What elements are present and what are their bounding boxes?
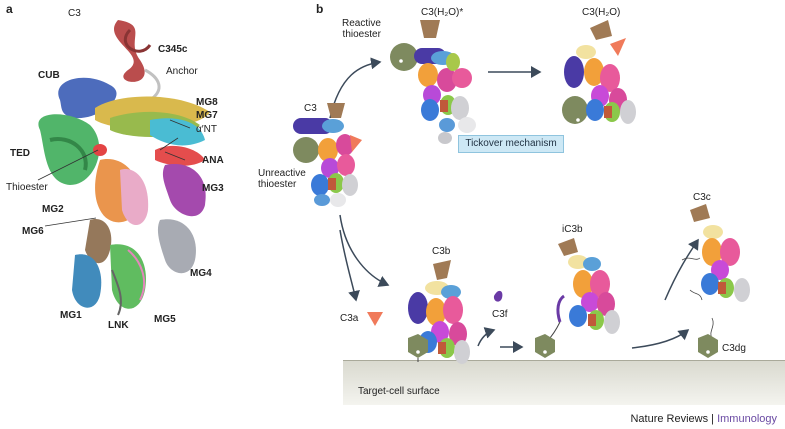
label-mg8: MG8 bbox=[196, 97, 218, 108]
label-mg6: MG6 bbox=[22, 226, 44, 237]
pathway-arrows bbox=[329, 57, 699, 353]
credit-section: Immunology bbox=[717, 413, 777, 425]
label-mg5: MG5 bbox=[154, 314, 176, 325]
c3f-fragment bbox=[493, 290, 503, 302]
panel-a-leaders bbox=[37, 119, 191, 227]
label-mg7: MG7 bbox=[196, 110, 218, 121]
credit-separator: | bbox=[708, 413, 718, 425]
label-mg3: MG3 bbox=[202, 183, 224, 194]
label-ana: ANA bbox=[202, 155, 224, 166]
c3dg-molecule bbox=[698, 317, 718, 358]
c3h2o-star-molecule bbox=[390, 20, 476, 144]
label-target-cell-surface: Target-cell surface bbox=[358, 386, 440, 397]
label-ted: TED bbox=[10, 148, 30, 159]
label-cub: CUB bbox=[38, 70, 60, 81]
label-c3f: C3f bbox=[492, 309, 508, 320]
label-mg4: MG4 bbox=[190, 268, 212, 279]
label-mg1: MG1 bbox=[60, 310, 82, 321]
target-cell-surface bbox=[343, 360, 785, 405]
label-c345c: C345c bbox=[158, 44, 188, 55]
label-c3a: C3a bbox=[340, 313, 359, 324]
label-c3dg: C3dg bbox=[722, 343, 746, 354]
c3c-molecule bbox=[681, 204, 750, 302]
c3-title-label: C3 bbox=[68, 8, 81, 19]
label-mg2: MG2 bbox=[42, 204, 64, 215]
label-lnk: LNK bbox=[108, 320, 129, 331]
label-c3c: C3c bbox=[693, 192, 711, 203]
label-alpha-nt: α′NT bbox=[196, 124, 217, 135]
label-unreactive-thioester: Unreactive thioester bbox=[258, 168, 306, 190]
label-reactive-thioester: Reactive thioester bbox=[342, 18, 381, 40]
label-anchor: Anchor bbox=[166, 66, 198, 77]
label-ic3b: iC3b bbox=[562, 224, 583, 235]
label-c3: C3 bbox=[304, 103, 317, 114]
c3b-molecule bbox=[408, 260, 470, 364]
panel-a-label: a bbox=[6, 2, 13, 16]
label-c3h2o-star: C3(H₂O)* bbox=[421, 7, 464, 18]
c3-molecule bbox=[293, 103, 362, 207]
credit-journal: Nature Reviews bbox=[630, 413, 709, 425]
panel-b-label: b bbox=[316, 2, 324, 16]
c3h2o-molecule bbox=[562, 20, 636, 124]
ic3b-molecule bbox=[535, 238, 620, 358]
label-c3h2o: C3(H₂O) bbox=[582, 7, 621, 18]
c3a-fragment bbox=[367, 312, 383, 326]
c3-ribbon-structure bbox=[38, 20, 210, 316]
label-c3b: C3b bbox=[432, 246, 451, 257]
label-thioester: Thioester bbox=[6, 182, 48, 193]
journal-credit: Nature Reviews | Immunology bbox=[630, 413, 777, 425]
tickover-mechanism-box: Tickover mechanism bbox=[458, 135, 564, 153]
